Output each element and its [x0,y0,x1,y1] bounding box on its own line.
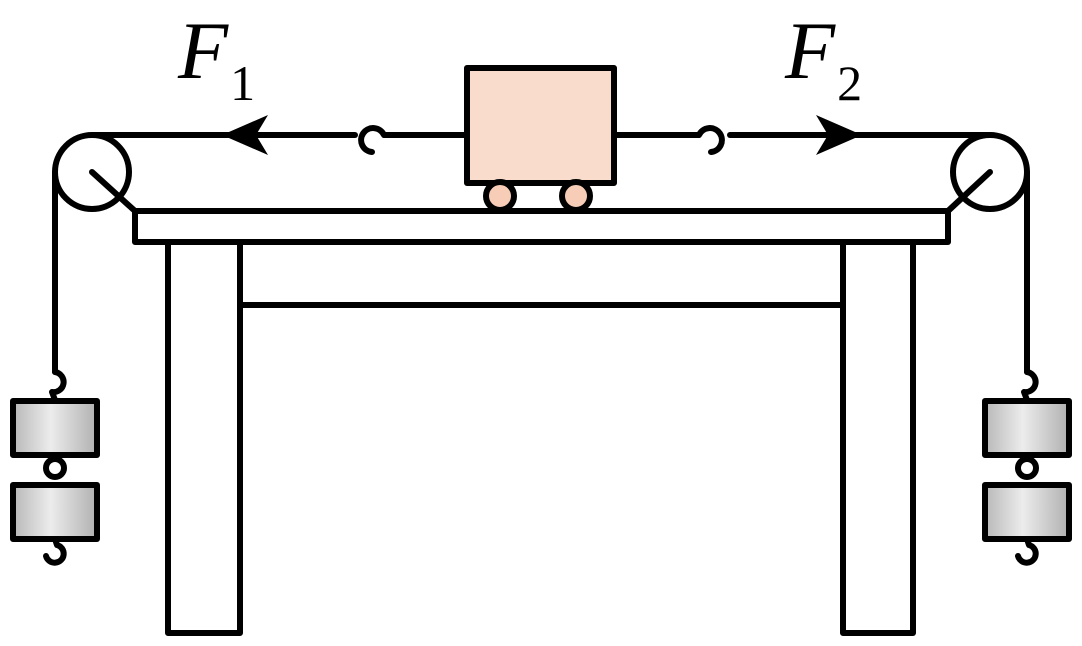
hook-left-icon [358,125,387,155]
weight-ring-left [43,456,67,480]
weight-left-2 [10,482,100,542]
arrow-left-icon [222,115,268,155]
table-leg-left [165,239,243,636]
weight-right-2 [982,482,1072,542]
weight-right-1 [982,398,1072,458]
weight-hook-left-top [49,369,67,403]
pulley-right-bracket [945,169,993,214]
force-label-f1: F1 [177,5,255,111]
weight-hook-right-top [1021,369,1039,403]
table-top [132,208,951,245]
cart-wheel-left [483,179,517,213]
hook-right-icon [696,125,725,155]
table-leg-right [840,239,916,636]
force-label-f2: F2 [784,5,862,111]
arrow-right-icon [816,115,862,155]
pulley-left-bracket [89,169,138,214]
cart-body [464,65,617,186]
weight-left-1 [10,398,100,458]
weight-hook-right-bottom [1015,536,1039,566]
cart-wheel-right [559,179,593,213]
weight-ring-right [1015,456,1039,480]
weight-hook-left-bottom [43,536,67,566]
